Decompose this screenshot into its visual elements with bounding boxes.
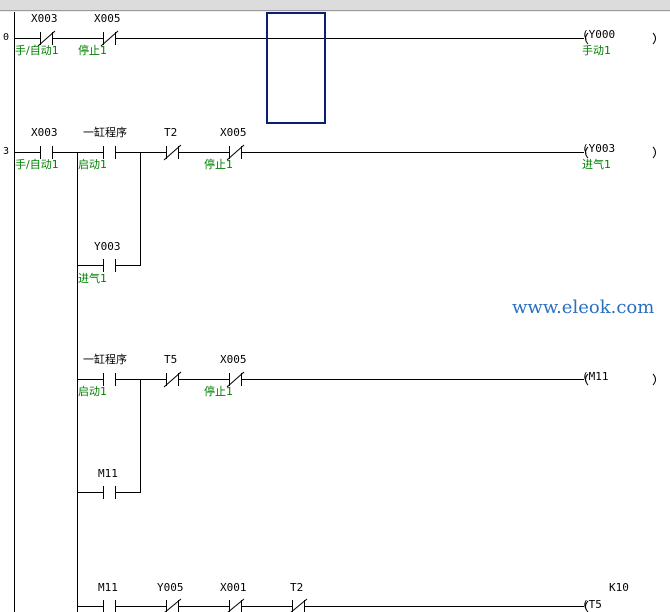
rung-3-contact-y003 [103,259,116,272]
contact-device-label[interactable]: 一缸程序 [83,353,127,366]
contact-comment-label: 停止1 [78,44,107,57]
contact-comment-label: 停止1 [204,385,233,398]
contact-device-label[interactable]: T5 [164,353,178,366]
rung-3-coil-y003 [585,146,656,159]
rung-m11-contact-m11-parallel [103,486,116,499]
rung-0-contact-x003 [37,30,56,47]
contact-comment-label: 手/自动1 [15,44,59,57]
coil-comment-label: 进气1 [582,158,611,171]
coil-device-label[interactable]: (Y000 [582,28,616,41]
contact-device-label[interactable]: 一缸程序 [83,126,127,139]
contact-device-label[interactable]: X001 [220,581,247,594]
rung-3-contact-x003 [40,146,53,159]
contact-comment-label: 进气1 [78,272,107,285]
contact-device-label[interactable]: T2 [290,581,304,594]
rung-t5-contact-y005 [164,598,182,612]
contact-device-label[interactable]: X005 [220,353,247,366]
rung-m11-contact-t5 [163,371,182,388]
rung-0-contact-x005 [100,30,119,47]
rung-m11-wiring [78,379,584,493]
coil-device-label[interactable]: (M11 [582,370,609,383]
rung-t5-contact-t2 [290,598,308,612]
rung-3-wiring [15,152,584,612]
rung-3-contact-x005 [226,144,245,161]
coil-device-label[interactable]: (T5 [582,598,602,611]
rung-t5-contact-x001 [227,598,245,612]
rung-m11-coil [585,373,656,386]
coil-comment-label: 手动1 [582,44,611,57]
contact-comment-label: 启动1 [78,385,107,398]
contact-comment-label: 启动1 [78,158,107,171]
contact-comment-label: 手/自动1 [15,158,59,171]
coil-device-label[interactable]: (Y003 [582,142,616,155]
contact-device-label[interactable]: X005 [220,126,247,139]
rung-m11-contact-program [103,373,116,386]
contact-device-label[interactable]: T2 [164,126,178,139]
contact-comment-label: 停止1 [204,158,233,171]
contact-device-label[interactable]: Y005 [157,581,184,594]
contact-device-label[interactable]: M11 [98,467,118,480]
rung-3-contact-program [103,146,116,159]
timer-setting-label[interactable]: K10 [609,581,629,594]
toolbar-strip [0,0,670,11]
contact-device-label[interactable]: X003 [31,126,58,139]
contact-device-label[interactable]: Y003 [94,240,121,253]
rung-t5-contact-m11 [103,600,116,612]
rung-0-coil-y000 [585,32,656,45]
step-number: 0 [3,32,10,43]
rung-m11-contact-x005 [226,371,245,388]
toolbar-divider [0,11,670,12]
watermark: www.eleok.com [512,297,655,318]
step-number: 3 [3,146,10,157]
contact-device-label[interactable]: M11 [98,581,118,594]
rung-t5-coil [585,600,589,612]
rung-3-contact-t2 [163,144,182,161]
contact-device-label[interactable]: X005 [94,12,121,25]
contact-device-label[interactable]: X003 [31,12,58,25]
edit-cursor[interactable] [266,12,326,124]
